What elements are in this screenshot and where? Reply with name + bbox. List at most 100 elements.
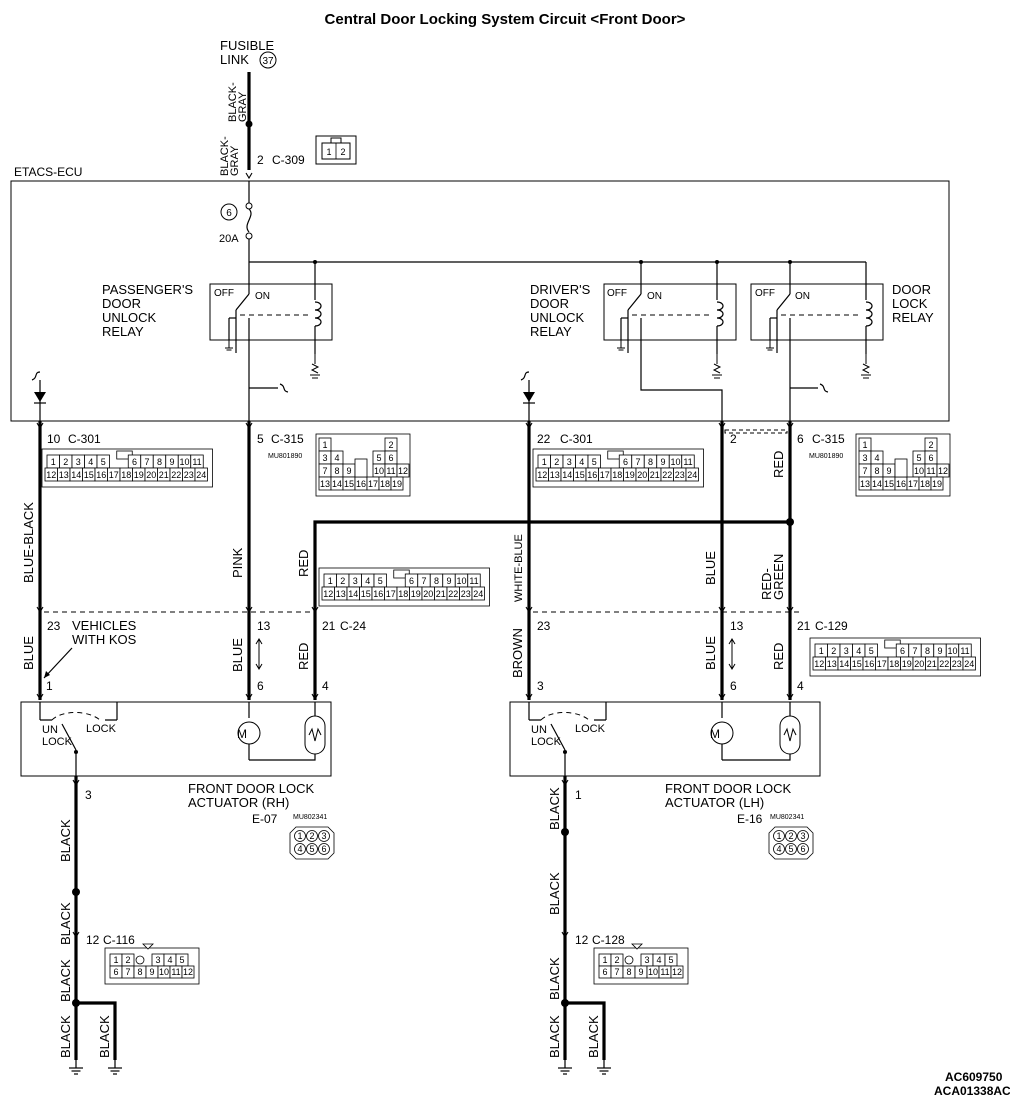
wire-label-red-lower-left: RED: [296, 643, 311, 670]
c129-name: C-129: [815, 619, 848, 633]
connector-cell: 6: [623, 457, 628, 467]
connector-cell: 18: [920, 479, 930, 489]
connector-cell: 14: [839, 659, 849, 669]
connector-cell: 1: [297, 831, 302, 841]
wire-red-crossover: [313, 520, 790, 700]
c128-pin: 12: [575, 933, 589, 947]
connector-cell: 1: [322, 440, 327, 450]
connector-cell: 6: [388, 453, 393, 463]
connector-cell: 17: [386, 589, 396, 599]
connector-cell: 1: [862, 440, 867, 450]
connector-cell: 9: [886, 466, 891, 476]
connector-cell: 9: [638, 967, 643, 977]
connector-cell: 14: [332, 479, 342, 489]
connector-cell: 12: [537, 470, 547, 480]
c309-name: C-309: [272, 153, 305, 167]
connector-cell: 12: [814, 659, 824, 669]
connector-cell: 14: [872, 479, 882, 489]
c301-right-pin: 22: [537, 432, 551, 446]
connector-cell: 14: [71, 470, 81, 480]
connector-cell: 2: [340, 576, 345, 586]
connector-cell: 9: [169, 457, 174, 467]
connector-cell: 6: [602, 967, 607, 977]
connector-cell: 8: [434, 576, 439, 586]
splice-dot-red: [786, 518, 794, 526]
connector-cell: 4: [656, 955, 661, 965]
connector-cell: 21: [436, 589, 446, 599]
connector-cell: 1: [776, 831, 781, 841]
connector-cell: 18: [889, 659, 899, 669]
connector-cell: 5: [376, 453, 381, 463]
connector-cell: 3: [76, 457, 81, 467]
wire-label-white-blue: WHITE-BLUE: [513, 534, 525, 602]
connector-cell: 18: [612, 470, 622, 480]
connector-cell: 13: [827, 659, 837, 669]
connector-cell: 19: [625, 470, 635, 480]
connector-cell: 20: [637, 470, 647, 480]
connector-cell: 3: [844, 646, 849, 656]
code-1: AC609750: [945, 1070, 1003, 1084]
connector-cell: 3: [321, 831, 326, 841]
c315-left-pin: 5: [257, 432, 264, 446]
connector-cell: 10: [374, 466, 384, 476]
connector-cell: 10: [456, 576, 466, 586]
wire-label-pink: PINK: [230, 547, 245, 578]
c128-name: C-128: [592, 933, 625, 947]
vehicles-with-kos-label: VEHICLES: [72, 618, 137, 633]
connector-cell: 23: [675, 470, 685, 480]
connector-cell: 6: [321, 844, 326, 854]
c315-right-name: C-315: [812, 432, 845, 446]
lh-pin-6: 6: [730, 679, 737, 693]
connector-cell: 7: [125, 967, 130, 977]
connector-cell: 10: [648, 967, 658, 977]
pin-left-21: 21: [322, 619, 336, 633]
wire-label-black-gray-top-2: GRAY: [237, 91, 249, 122]
connector-cell: 17: [908, 479, 918, 489]
connector-cell: 4: [88, 457, 93, 467]
connector-cell: 21: [159, 470, 169, 480]
c315-right-pin: 6: [797, 432, 804, 446]
passenger-relay-label-4: RELAY: [102, 324, 144, 339]
connector-cell: 6: [928, 453, 933, 463]
connector-cell: 5: [101, 457, 106, 467]
vehicles-with-kos-label-2: WITH KOS: [72, 632, 137, 647]
fuse-rating: 20A: [219, 233, 239, 245]
connector-cell: 12: [183, 967, 193, 977]
connector-cell: 23: [952, 659, 962, 669]
connector-cell: 11: [171, 967, 180, 977]
connector-cell: 3: [322, 453, 327, 463]
connector-cell: 6: [900, 646, 905, 656]
wire-label-black-lh-4: BLACK: [547, 1015, 562, 1058]
connector-cell: 15: [575, 470, 585, 480]
c309-cell-2: 2: [340, 147, 345, 157]
c301-right-name: C-301: [560, 432, 593, 446]
connector-cell: 8: [626, 967, 631, 977]
connector-cell: 6: [132, 457, 137, 467]
connector-cell: 13: [336, 589, 346, 599]
driver-relay-label-1: DRIVER'S: [530, 282, 591, 297]
connector-cell: 14: [562, 470, 572, 480]
connector-cell: 17: [368, 479, 378, 489]
connector-cell: 17: [109, 470, 119, 480]
connector-cell: 3: [800, 831, 805, 841]
connector-cell: 24: [196, 470, 206, 480]
connector-cell: 18: [398, 589, 408, 599]
connector-cell: 7: [635, 457, 640, 467]
code-2: ACA01338AC: [934, 1084, 1010, 1098]
connector-cell: 11: [386, 466, 395, 476]
connector-cell: 1: [113, 955, 118, 965]
connector-cell: 16: [356, 479, 366, 489]
connector-cell: 13: [59, 470, 69, 480]
connector-cell: 10: [914, 466, 924, 476]
connector-cell: 12: [323, 589, 333, 599]
connector-cell: 6: [409, 576, 414, 586]
pin-right-13: 13: [730, 619, 744, 633]
connector-cell: 9: [149, 967, 154, 977]
connector-cell: 17: [877, 659, 887, 669]
